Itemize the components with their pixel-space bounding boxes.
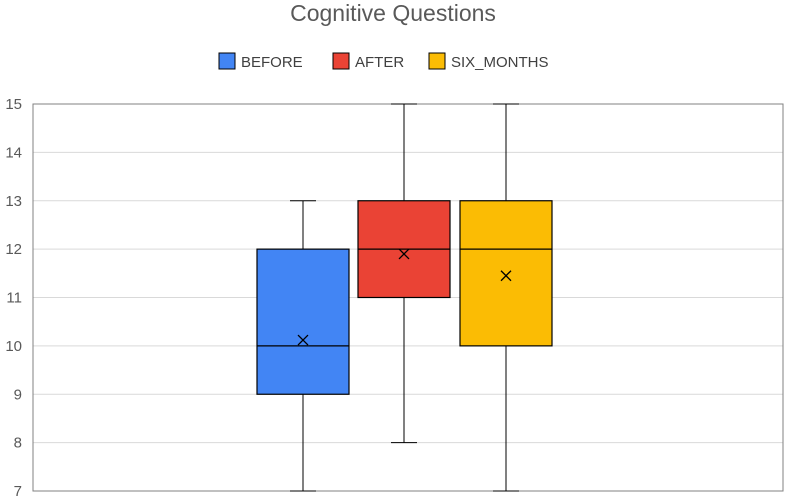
- legend-swatch: [218, 52, 236, 70]
- y-tick-label: 11: [6, 290, 22, 307]
- mean-marker: [297, 334, 309, 346]
- y-tick-label: 10: [5, 338, 22, 355]
- y-axis: 7 8 9 10 11 12 13 14 15: [5, 96, 22, 500]
- legend-swatch: [428, 52, 446, 70]
- legend-label: AFTER: [355, 54, 404, 71]
- legend-label: SIX_MONTHS: [451, 54, 549, 71]
- box-six-months: [459, 103, 553, 492]
- chart-title: Cognitive Questions: [290, 0, 496, 26]
- legend-item-six-months: SIX_MONTHS: [428, 52, 549, 71]
- legend-item-after: AFTER: [332, 52, 404, 71]
- legend-item-before: BEFORE: [218, 52, 303, 71]
- y-tick-label: 15: [5, 96, 22, 113]
- y-tick-label: 13: [5, 193, 22, 210]
- iqr-box: [459, 200, 553, 347]
- legend-swatch: [332, 52, 350, 70]
- y-tick-label: 14: [5, 144, 22, 161]
- legend: BEFORE AFTER SIX_MONTHS: [218, 52, 549, 71]
- legend-label: BEFORE: [241, 54, 303, 71]
- y-tick-label: 7: [14, 483, 22, 500]
- box-before: [256, 200, 350, 492]
- y-tick-label: 9: [14, 386, 22, 403]
- mean-marker: [398, 248, 410, 260]
- mean-marker: [500, 270, 512, 282]
- iqr-box: [256, 248, 350, 395]
- y-tick-label: 8: [14, 435, 22, 452]
- plot-area: [256, 103, 553, 492]
- y-tick-label: 12: [5, 241, 22, 258]
- box-after: [357, 103, 451, 444]
